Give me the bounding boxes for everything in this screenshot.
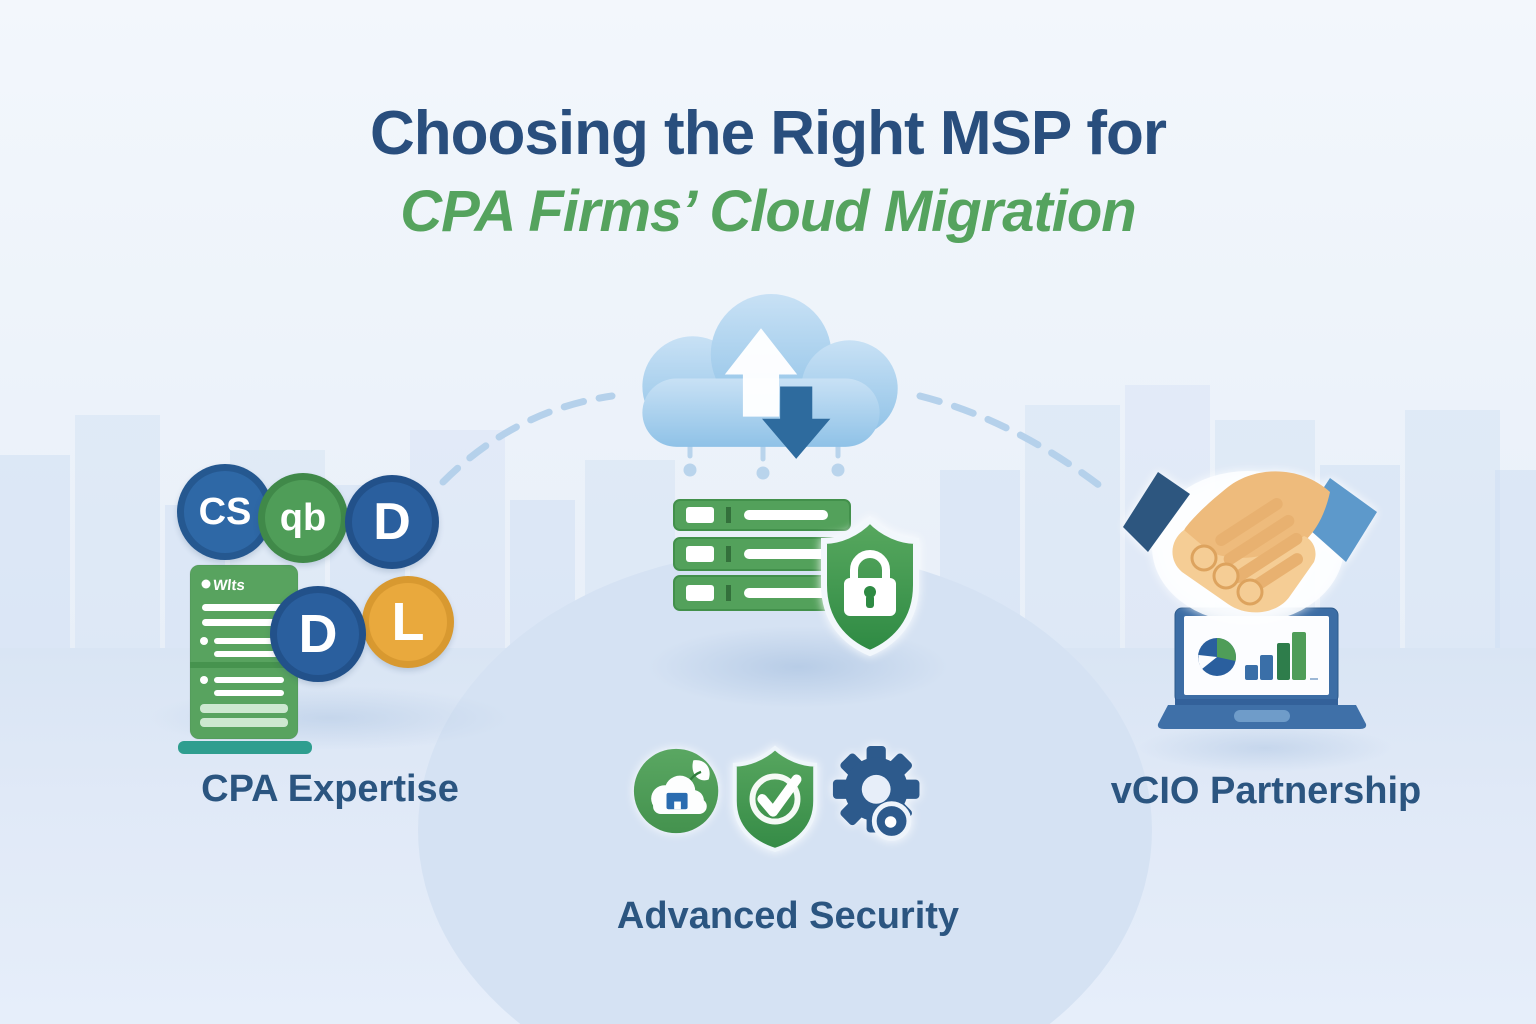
building-silhouette — [0, 455, 70, 665]
server-pedestal — [178, 741, 312, 754]
laptop-trackpad — [1234, 710, 1290, 722]
gear-hole — [861, 774, 891, 804]
handshake-icon — [1123, 471, 1377, 623]
shield-check-icon — [732, 745, 818, 852]
left-sleeve — [1123, 472, 1190, 552]
gear-sub-dot — [884, 816, 897, 828]
download-arrow-icon — [762, 386, 831, 459]
building-silhouette — [1495, 470, 1536, 665]
server-led-dot — [201, 579, 211, 589]
server-slot-lines — [200, 604, 284, 657]
laptop-hinge — [1175, 699, 1338, 705]
server-rack-details — [686, 507, 828, 601]
shadow-ellipse — [648, 626, 948, 708]
knuckle-circles — [1190, 544, 1264, 606]
software-server-tower-icon: Wlts — [178, 564, 312, 754]
server-slot-lines — [200, 676, 284, 696]
check-mark — [757, 774, 802, 817]
server-tray-bars — [200, 704, 288, 727]
bar-chart-icon — [1245, 632, 1318, 680]
upload-arrow-icon — [724, 328, 798, 417]
house-door — [674, 801, 681, 810]
badge-label: CS — [198, 490, 252, 533]
leaf-shape — [692, 760, 710, 781]
server-rack-shield-group — [673, 499, 919, 657]
badge-label: D — [298, 604, 338, 664]
section-label-cpa-expertise: CPA Expertise — [201, 768, 459, 810]
software-badge-d: D — [345, 475, 439, 569]
gear-icon — [832, 746, 920, 841]
house-shape — [666, 792, 688, 810]
building-silhouette — [75, 415, 160, 665]
section-label-advanced-security: Advanced Security — [616, 895, 960, 937]
software-badge-cs: CS — [177, 464, 273, 560]
page-title-line2: CPA Firms’ Cloud Migration — [400, 179, 1137, 244]
server-rack-icon — [673, 499, 851, 611]
software-badge-quickbooks: qb — [258, 473, 348, 563]
page-title-line1: Choosing the Right MSP for — [369, 99, 1167, 168]
padlock-icon — [844, 550, 896, 616]
right-dashed-arc — [916, 392, 1112, 496]
cloud-home-icon — [633, 748, 719, 834]
server-tower-scribble: Wlts — [212, 577, 245, 594]
building-silhouette — [1025, 405, 1120, 665]
badge-label: qb — [279, 496, 327, 539]
security-shield-lock-icon — [821, 515, 919, 657]
building-silhouette — [1405, 410, 1500, 665]
section-label-vcio-partnership: vCIO Partnership — [1110, 770, 1422, 812]
badge-label: D — [373, 493, 411, 551]
pie-chart-icon — [1198, 638, 1236, 676]
cloud-connector-dots — [683, 463, 845, 480]
software-badge-d: D — [270, 586, 366, 682]
left-dashed-arc — [439, 392, 616, 486]
badge-label: L — [391, 592, 425, 652]
shadow-ellipse — [1138, 724, 1392, 772]
check-ring — [749, 773, 801, 825]
software-badge-l: L — [362, 576, 454, 668]
laptop-analytics-icon — [1157, 607, 1367, 729]
cloud-migration-icon — [642, 294, 898, 459]
server-divider — [190, 662, 298, 668]
